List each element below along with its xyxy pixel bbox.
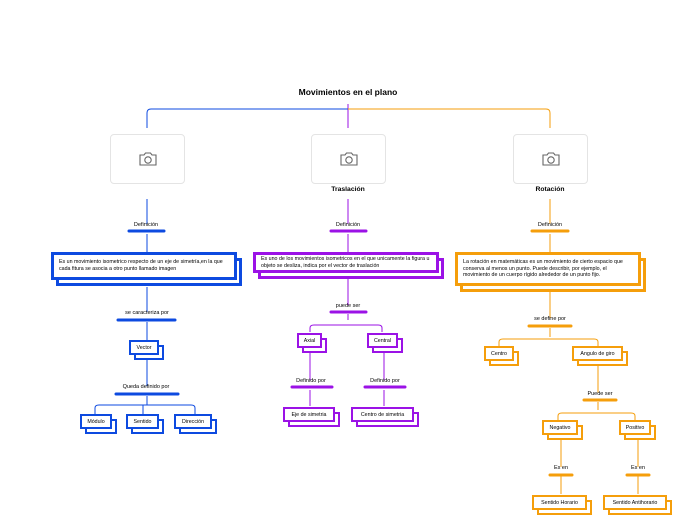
definition-box-reflection[interactable]: Es un movimiento isometrico respecto de … [51, 252, 237, 280]
leaf-centro-de-simetria[interactable]: Centro de simetria [351, 407, 414, 422]
leaf-sentido-horario[interactable]: Sentido Horario [532, 495, 587, 510]
link-definicion: Definición [335, 222, 361, 228]
heading-traslacion: Traslación [331, 186, 365, 193]
map-title: Movimientos en el plano [298, 87, 398, 97]
node-central[interactable]: Central [367, 333, 398, 348]
link-puede-ser: puede ser [335, 303, 361, 309]
link-queda-definido-por: Queda definido por [122, 384, 170, 390]
node-negativo[interactable]: Negativo [542, 420, 578, 435]
link-definicion: Definición [133, 222, 159, 228]
image-placeholder[interactable] [110, 134, 185, 184]
leaf-modulo[interactable]: Módulo [80, 414, 112, 429]
node-axial[interactable]: Axial [297, 333, 322, 348]
camera-icon [138, 152, 157, 166]
link-definido-por: Definido por [296, 378, 326, 384]
image-placeholder[interactable] [513, 134, 588, 184]
definition-box-rotacion[interactable]: La rotación en matemáticas es un movimie… [455, 252, 641, 286]
link-definicion: Definición [537, 222, 563, 228]
camera-icon [339, 152, 358, 166]
node-positivo[interactable]: Positivo [619, 420, 651, 435]
link-se-caracteriza-por: se caracteriza por [125, 310, 169, 316]
node-angulo-de-giro[interactable]: Angulo de giro [572, 346, 623, 361]
node-centro[interactable]: Centro [484, 346, 514, 361]
image-placeholder[interactable] [311, 134, 386, 184]
heading-rotacion: Rotación [535, 186, 565, 193]
leaf-eje-de-simetria[interactable]: Eje de simetria [283, 407, 335, 422]
link-es-en: Es en [630, 465, 646, 471]
definition-box-traslacion[interactable]: Es uno de los movimientos isometricos en… [253, 252, 439, 273]
leaf-sentido[interactable]: Sentido [126, 414, 159, 429]
link-es-en: Es en [553, 465, 569, 471]
leaf-direccion[interactable]: Dirección [174, 414, 212, 429]
link-definido-por: Definido por [370, 378, 400, 384]
link-puede-ser: Puede ser [587, 391, 613, 397]
link-se-define-por: se define por [534, 316, 566, 322]
node-vector[interactable]: Vector [129, 340, 159, 355]
leaf-sentido-antihorario[interactable]: Sentido Antihorario [603, 495, 667, 510]
camera-icon [541, 152, 560, 166]
